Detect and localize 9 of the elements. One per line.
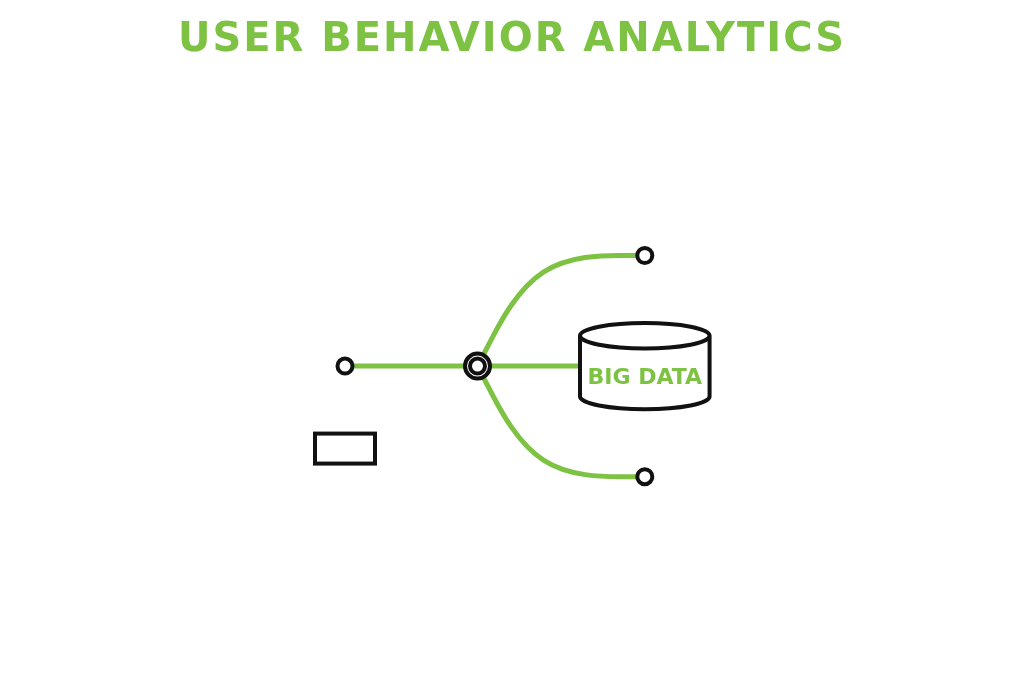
node-circle xyxy=(462,351,492,381)
node-box xyxy=(312,431,377,466)
connector xyxy=(352,363,465,369)
connector xyxy=(480,252,637,357)
title: USER BEHAVIOR ANALYTICS xyxy=(176,14,848,60)
connector xyxy=(480,375,637,480)
node-circle xyxy=(635,467,654,487)
node-circle xyxy=(635,245,654,265)
node-circle xyxy=(335,356,355,376)
